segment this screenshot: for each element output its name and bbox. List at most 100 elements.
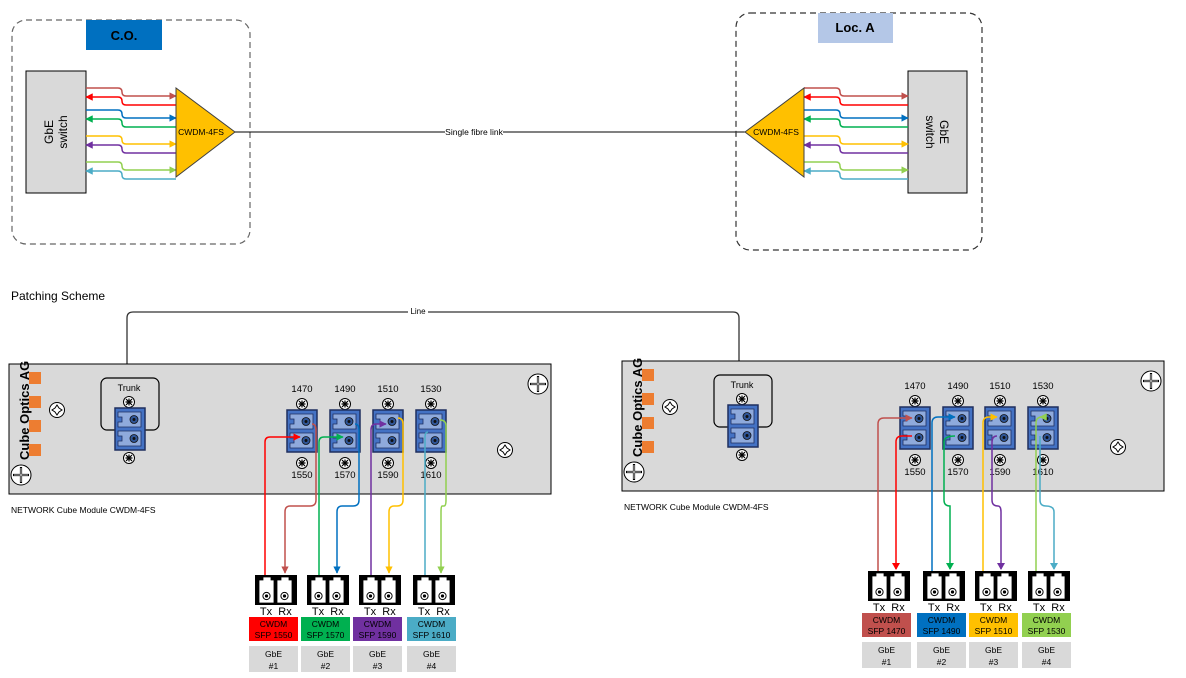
patch-cord[interactable] (1039, 436, 1055, 569)
mux-co[interactable] (175, 87, 236, 179)
gbe-port-box[interactable] (353, 646, 402, 672)
channel-port[interactable] (1027, 406, 1059, 450)
sfp-rx-label: Rx (891, 602, 905, 614)
trunk-port[interactable] (114, 407, 146, 451)
patch-cord[interactable] (931, 413, 956, 571)
channel-port[interactable] (942, 406, 974, 450)
gbe-port-box[interactable] (301, 646, 350, 672)
patch-cord[interactable] (370, 420, 387, 575)
sfp-transceiver[interactable] (868, 571, 910, 601)
fiber-core (745, 415, 749, 418)
gbe-port-label-1: GbE (265, 649, 282, 659)
screw-slot (427, 400, 435, 408)
fiber-core (132, 418, 136, 421)
channel-port[interactable] (899, 406, 931, 450)
gbe-switch-loc-a[interactable] (907, 70, 968, 194)
patch-cord[interactable] (982, 413, 998, 571)
sfp-transceiver[interactable] (307, 575, 349, 605)
sfp-label-line2: SFP 1530 (1028, 626, 1066, 636)
patch-cord[interactable] (877, 414, 913, 571)
channel-wire-co[interactable] (86, 87, 177, 100)
gbe-port-label-2: #2 (321, 661, 331, 671)
screw-slot (51, 404, 63, 416)
wavelength-top-label: 1470 (904, 381, 925, 392)
channel-wire-loc-a[interactable] (803, 115, 908, 128)
screw-head (662, 399, 678, 415)
patch-cord[interactable] (895, 435, 912, 569)
screw-slot (1039, 456, 1047, 464)
sfp-label-line2: SFP 1550 (255, 630, 293, 640)
gbe-port-box[interactable] (917, 642, 966, 668)
channel-wire-co[interactable] (85, 167, 176, 180)
channel-wire-loc-a[interactable] (804, 135, 909, 148)
channel-wire-co[interactable] (86, 109, 177, 122)
channel-port[interactable] (415, 409, 447, 453)
patch-cord[interactable] (385, 417, 404, 574)
patch-cord[interactable] (943, 435, 956, 569)
channel-wire-loc-a[interactable] (804, 161, 909, 174)
channel-wire-loc-a[interactable] (804, 109, 909, 122)
mux-loc-a[interactable] (744, 87, 805, 179)
sfp-tx-label: Tx (312, 606, 325, 618)
channel-port[interactable] (329, 409, 361, 453)
gbe-port-label-1: GbE (1038, 645, 1055, 655)
sfp-tx-label: Tx (364, 606, 377, 618)
patch-cord[interactable] (991, 435, 1002, 569)
channel-port[interactable] (286, 409, 318, 453)
gbe-port-box[interactable] (969, 642, 1018, 668)
patch-cord[interactable] (1035, 413, 1047, 571)
channel-port[interactable] (984, 406, 1016, 450)
gbe-port-box[interactable] (249, 646, 298, 672)
brand-label: Cube Optics AG (630, 358, 645, 457)
channel-wire-loc-a[interactable] (804, 87, 909, 100)
channel-wire-co[interactable] (86, 161, 177, 174)
fiber-core (917, 417, 921, 420)
wavelength-top-label: 1490 (334, 384, 355, 395)
channel-wire-loc-a[interactable] (803, 167, 908, 180)
screw-icon (425, 398, 437, 410)
channel-wire-loc-a[interactable] (803, 141, 908, 154)
sfp-label-line2: SFP 1610 (413, 630, 451, 640)
patch-cord[interactable] (318, 433, 344, 575)
patch-cord[interactable] (281, 423, 317, 574)
patch-cord[interactable] (264, 433, 301, 575)
sfp-core (386, 594, 391, 598)
module-faceplate (8, 363, 552, 495)
screw-icon (662, 399, 678, 415)
sfp-label-box (862, 613, 911, 637)
channel-wire-co[interactable] (85, 93, 176, 106)
mux-co-label: CWDM-4FS (178, 127, 224, 137)
patch-cord[interactable] (437, 419, 447, 574)
sfp-label-line1: CWDM (418, 619, 445, 629)
screw-slot (911, 456, 919, 464)
sfp-transceiver[interactable] (255, 575, 297, 605)
screw-slot (499, 444, 511, 456)
gbe-port-box[interactable] (1022, 642, 1071, 668)
gbe-port-box[interactable] (407, 646, 456, 672)
sfp-rx-label: Rx (946, 602, 960, 614)
sfp-transceiver[interactable] (975, 571, 1017, 601)
screw-slot (996, 397, 1004, 405)
sfp-transceiver[interactable] (359, 575, 401, 605)
switch-co-label-2: switch (56, 115, 70, 148)
patch-cord[interactable] (333, 423, 360, 574)
gbe-switch-co[interactable] (25, 70, 87, 194)
gbe-port-label-1: GbE (933, 645, 950, 655)
channel-wire-co[interactable] (86, 135, 177, 148)
wavelength-top-label: 1490 (947, 381, 968, 392)
trunk-line[interactable] (126, 311, 740, 418)
channel-wire-co[interactable] (85, 115, 176, 128)
fiber-core (1045, 417, 1049, 420)
trunk-line-label: Line (410, 307, 426, 316)
sfp-transceiver[interactable] (923, 571, 965, 601)
channel-wire-co[interactable] (85, 141, 176, 154)
screw-slot (384, 459, 392, 467)
gbe-port-box[interactable] (862, 642, 911, 668)
sfp-transceiver[interactable] (413, 575, 455, 605)
status-led (29, 420, 41, 432)
channel-wire-loc-a[interactable] (803, 93, 908, 106)
sfp-transceiver[interactable] (1028, 571, 1070, 601)
trunk-port[interactable] (727, 404, 759, 448)
channel-port[interactable] (372, 409, 404, 453)
patch-cord[interactable] (424, 431, 429, 575)
